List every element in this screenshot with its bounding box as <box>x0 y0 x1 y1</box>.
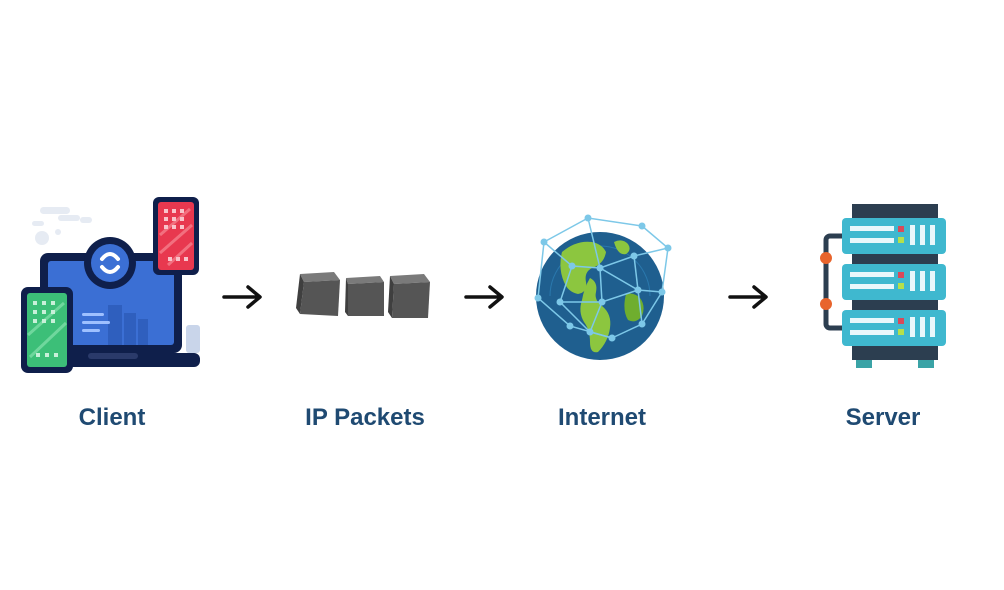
red-phone-icon <box>153 197 199 275</box>
connector-dot <box>820 298 832 310</box>
green-phone-icon <box>21 287 73 373</box>
packet-cube-icon <box>388 274 430 318</box>
node-label-server: Server <box>845 404 921 431</box>
packet-cube-icon <box>296 272 340 316</box>
server-unit <box>842 264 946 300</box>
client-devices-icon <box>21 197 200 373</box>
cloud-decoration-icon <box>32 207 92 245</box>
ip-packets-icon <box>296 272 430 318</box>
connector-dot <box>820 252 832 264</box>
arrow-right-icon <box>222 285 262 309</box>
server-unit <box>842 218 946 254</box>
node-label-internet: Internet <box>557 404 647 431</box>
arrow-right-icon <box>464 285 504 309</box>
server-rack-icon <box>820 204 946 368</box>
node-label-client: Client <box>78 404 146 431</box>
node-label-ip-packets: IP Packets <box>305 404 425 431</box>
arrow-right-icon <box>728 285 768 309</box>
server-unit <box>842 310 946 346</box>
packet-cube-icon <box>345 276 384 316</box>
globe-network-icon <box>534 214 672 360</box>
network-nodes <box>534 214 672 342</box>
